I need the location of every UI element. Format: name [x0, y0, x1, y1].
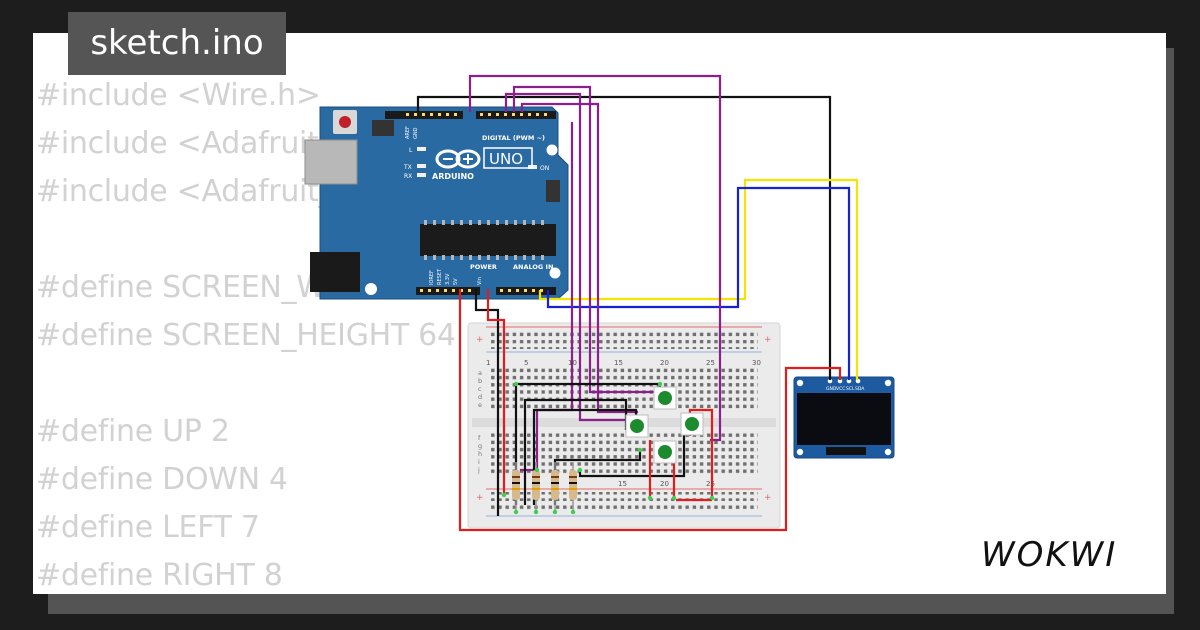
column-number: 20	[660, 480, 669, 488]
pin-label-3v3: 3.3V	[445, 273, 451, 285]
connection-dots	[501, 381, 715, 515]
analog-header-label: ANALOG IN	[513, 263, 553, 271]
pushbutton-up[interactable]	[653, 386, 677, 410]
code-line: #define SCREEN_HEIGHT 64	[36, 318, 456, 353]
power-jack	[310, 252, 360, 292]
oled-pin-label: GND	[826, 386, 837, 392]
wokwi-logo: WOKWI	[975, 528, 1155, 578]
pin-label-aref: AREF	[405, 126, 411, 139]
pushbutton-down[interactable]	[653, 440, 677, 464]
file-name-tag: sketch.ino	[68, 12, 286, 75]
oled-pin-label: SCL	[846, 386, 855, 392]
column-number: 30	[752, 359, 761, 367]
code-line: #define LEFT 7	[36, 510, 260, 545]
power-header-label: POWER	[470, 263, 497, 271]
microcontroller-chip	[420, 224, 556, 256]
row-letter: f	[478, 434, 481, 442]
led-label-rx: RX	[404, 173, 412, 180]
led-label-on: ON	[540, 165, 549, 172]
breadboard: 1 5 10 15 20 25 30 a b c d e f g h i j	[467, 322, 781, 529]
wokwi-logo-icon: WOKWI	[981, 535, 1117, 575]
oled-display-module[interactable]: GND VCC SCL SDA	[793, 376, 895, 459]
pushbuttons	[625, 386, 704, 464]
row-letter: e	[478, 401, 482, 409]
pushbutton-right[interactable]	[680, 412, 704, 436]
arduino-uno-board[interactable]: L TX RX ON DIGITAL (PWM ~) POWER ANALOG …	[304, 106, 569, 300]
code-line: #define DOWN 4	[36, 462, 288, 497]
pin-label-ioref: IOREF	[429, 270, 435, 285]
resistor	[551, 462, 559, 512]
code-line: #define RIGHT 8	[36, 558, 283, 593]
column-number: 25	[706, 480, 715, 488]
column-number: 5	[524, 359, 528, 367]
row-letter: i	[478, 458, 480, 466]
oled-pin-label: VCC	[836, 386, 845, 392]
pin-label-5v: 5V	[453, 278, 459, 285]
code-line: #define UP 2	[36, 414, 230, 449]
resistor	[532, 462, 540, 512]
svg-text:+: +	[476, 335, 484, 345]
led-label-tx: TX	[403, 164, 412, 171]
row-letter: g	[478, 442, 482, 450]
row-letter: h	[478, 450, 482, 458]
arduino-brand-text: ARDUINO	[432, 172, 474, 181]
pin-label-vin: Vin	[477, 277, 483, 285]
row-letter: a	[478, 369, 482, 377]
row-letter: d	[478, 393, 482, 401]
column-number: 20	[660, 359, 669, 367]
column-number: 25	[706, 359, 715, 367]
pin-label-reset: RESET	[437, 268, 443, 285]
column-number: 15	[618, 480, 627, 488]
code-line: #include <Wire.h>	[36, 78, 321, 113]
digital-header-label: DIGITAL (PWM ~)	[482, 134, 545, 142]
column-number: 15	[614, 359, 623, 367]
row-letter: b	[478, 377, 482, 385]
resistor	[512, 462, 520, 512]
board-model-text: UNO	[489, 150, 523, 168]
row-letter: c	[478, 385, 482, 393]
row-letter: j	[477, 466, 480, 474]
oled-screen	[797, 393, 891, 445]
svg-text:+: +	[764, 493, 772, 503]
arduino-logo-icon	[435, 149, 481, 169]
led-label-l: L	[409, 147, 413, 154]
pushbutton-left[interactable]	[625, 414, 649, 438]
svg-text:+: +	[476, 493, 484, 503]
usb-port	[304, 139, 358, 185]
svg-text:+: +	[764, 335, 772, 345]
wokwi-brand-text: WOKWI	[981, 535, 1117, 575]
breadboard-row-letters: a b c d e f g h i j	[477, 369, 482, 474]
resistor	[569, 462, 577, 512]
pin-label-gnd: GND	[413, 127, 419, 139]
resistors	[512, 462, 577, 512]
oled-pin-label: SDA	[855, 386, 865, 392]
column-number: 1	[486, 359, 490, 367]
